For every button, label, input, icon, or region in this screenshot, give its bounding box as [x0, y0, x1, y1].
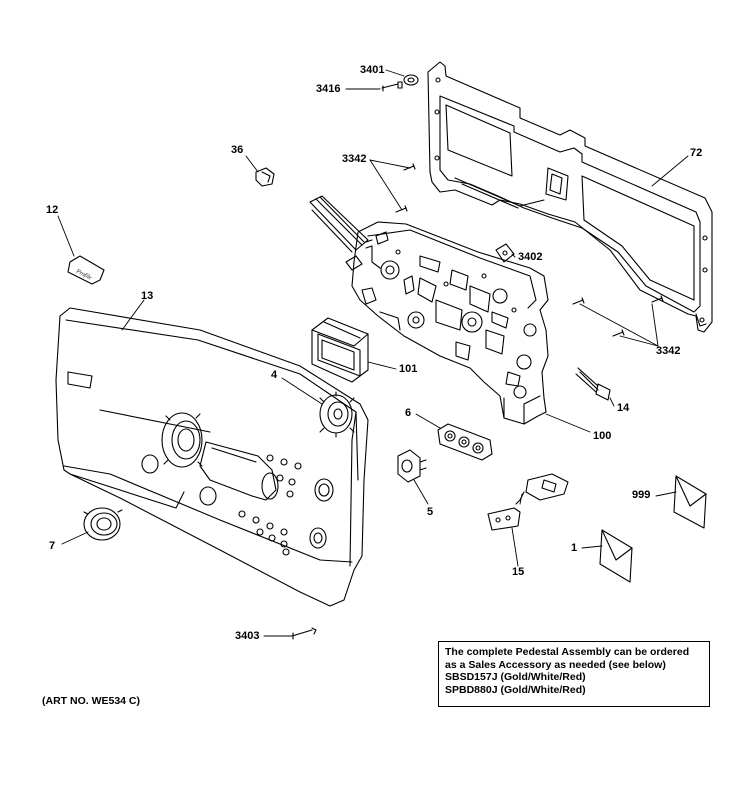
clip-part-36	[255, 167, 275, 187]
control-board-part-100	[351, 221, 549, 425]
note-line-4: SPBD880J (Gold/White/Red)	[445, 683, 586, 696]
callout-6: 6	[405, 407, 412, 419]
wire-harness-part-14	[575, 367, 611, 401]
callout-1: 1	[571, 542, 578, 554]
callout-3342-right: 3342	[656, 345, 681, 357]
button-cluster-part-6	[437, 423, 493, 461]
callout-72: 72	[690, 147, 703, 159]
screw-part-3403	[291, 627, 317, 640]
note-line-3: SBSD157J (Gold/White/Red)	[445, 671, 586, 683]
display-part-101	[311, 317, 369, 383]
envelope-part-1	[599, 529, 633, 583]
envelope-part-999	[673, 475, 707, 529]
art-number: (ART NO. WE534 C)	[42, 695, 141, 707]
connector-part-15	[487, 473, 569, 531]
callout-5: 5	[427, 506, 434, 518]
note-line-2: as a Sales Accessory as needed (see belo…	[445, 658, 666, 671]
callout-101: 101	[399, 363, 418, 375]
callout-15: 15	[512, 566, 525, 578]
callout-36: 36	[231, 144, 244, 156]
note-line-1: The complete Pedestal Assembly can be or…	[445, 646, 690, 658]
leader-lines	[57, 69, 689, 637]
screw-part-3416	[381, 81, 403, 92]
knob-part-4	[319, 391, 355, 438]
control-panel-part-13	[55, 307, 369, 607]
callout-999: 999	[632, 489, 651, 501]
switch-part-5	[397, 449, 427, 483]
callout-12: 12	[46, 204, 59, 216]
ribbon-cable	[309, 195, 369, 271]
callout-13: 13	[141, 290, 154, 302]
callout-3403: 3403	[235, 630, 260, 642]
pedestal-note-box: The complete Pedestal Assembly can be or…	[438, 641, 710, 707]
callout-14: 14	[617, 402, 630, 414]
knob-part-7	[83, 507, 123, 541]
callout-3401: 3401	[360, 64, 385, 76]
callout-100: 100	[593, 430, 612, 442]
callout-4: 4	[271, 369, 278, 381]
callout-7: 7	[49, 540, 56, 552]
badge-part-12: Profile	[67, 255, 105, 285]
callout-3416: 3416	[316, 83, 341, 95]
bracket-part-3402	[495, 243, 515, 263]
callout-3402: 3402	[518, 251, 543, 263]
washer-part-3401	[403, 74, 419, 86]
callout-3342-top: 3342	[342, 153, 367, 165]
rear-bracket-part-72	[427, 61, 713, 333]
